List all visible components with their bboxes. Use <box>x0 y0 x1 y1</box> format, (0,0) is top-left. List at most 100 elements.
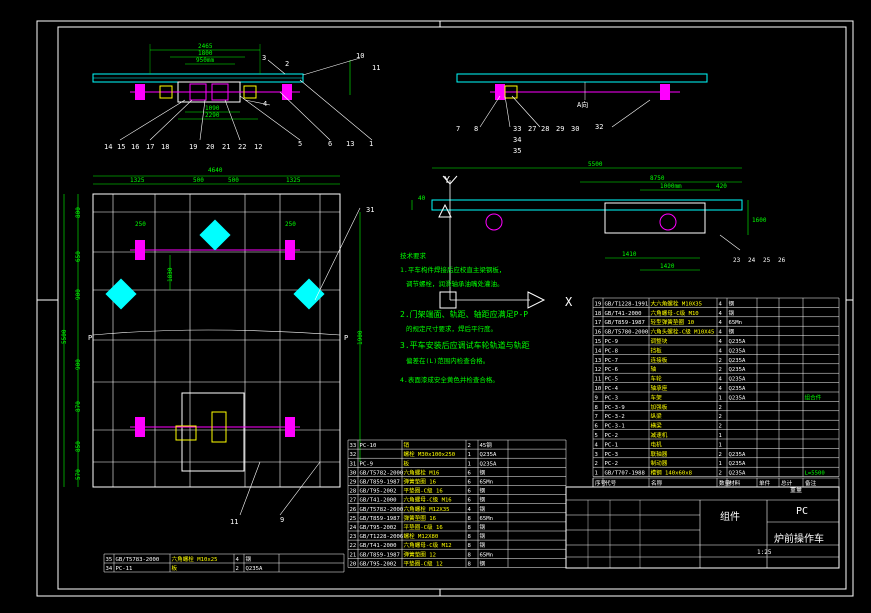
svg-text:25: 25 <box>763 257 771 264</box>
bom-cell: 1 <box>468 452 471 458</box>
svg-text:8750: 8750 <box>650 175 665 182</box>
svg-text:35: 35 <box>513 147 521 155</box>
bom-cell: 9 <box>595 395 598 401</box>
bom-cell: 1 <box>595 471 598 477</box>
title-scale: 1:25 <box>757 549 772 556</box>
svg-text:13: 13 <box>346 140 354 148</box>
bom-cell: Q235A <box>729 348 746 354</box>
bom-cell: 钢 <box>246 555 252 563</box>
bom-cell: PC-3-9 <box>605 405 625 411</box>
svg-text:1: 1 <box>369 140 373 148</box>
bom-cell: 轴承座 <box>651 384 668 392</box>
bom-cell: 弹簧垫圈 12 <box>404 550 436 558</box>
bom-cell: 2 <box>719 367 722 373</box>
bom-cell: 8 <box>468 516 472 522</box>
svg-text:4: 4 <box>263 100 267 108</box>
bom-cell: 4 <box>719 377 723 383</box>
bom-cell: GB/T41-2000 <box>360 498 397 504</box>
bom-header-cell: 单件 <box>759 479 771 487</box>
section-p-right: P <box>344 334 348 342</box>
bom-cell: 钢 <box>480 523 486 531</box>
bom-header-cell: 备注 <box>805 479 817 487</box>
svg-text:6: 6 <box>328 140 332 148</box>
bom-cell: Q235A <box>729 358 746 364</box>
bom-cell: Q235A <box>729 471 746 477</box>
svg-text:1420: 1420 <box>660 263 675 270</box>
bom-cell: 槽钢 140x60x8 <box>651 469 693 477</box>
title-weight-header: 重量 <box>790 486 802 494</box>
technical-notes: 技术要求 1.平车构件焊接后应校直主梁钢板， 调节螺栓，润滑轴承油嘴处灌油。 2… <box>400 251 530 384</box>
bom-header-cell: 序号 <box>595 479 607 487</box>
bom-cell: 车架 <box>651 393 663 401</box>
svg-text:1600: 1600 <box>752 217 767 224</box>
bom-cell: 6 <box>468 498 471 504</box>
bom-cell: 平垫圈-C级 12 <box>404 559 443 567</box>
bom-cell: 45钢 <box>480 441 493 449</box>
bom-cell: GB/T95-2002 <box>360 525 397 531</box>
bom-cell: 电机 <box>651 440 663 448</box>
bom-cell: 制动器 <box>651 459 668 467</box>
bom-cell: 横梁 <box>651 422 663 430</box>
bom-cell: 25 <box>350 516 357 522</box>
svg-text:8: 8 <box>474 125 478 133</box>
bom-cell: GB/T5782-2000 <box>360 507 404 513</box>
bom-cell: 六角螺栓 M12X35 <box>404 505 450 513</box>
svg-text:1000mm: 1000mm <box>660 183 682 190</box>
bom-cell: 6 <box>595 424 598 430</box>
plan-balloons: 31 11 9 <box>230 206 374 526</box>
bom-cell: 22 <box>350 543 357 549</box>
bom-cell: 32 <box>350 452 357 458</box>
svg-text:12: 12 <box>254 143 262 151</box>
bom-cell: 2 <box>719 414 722 420</box>
bom-cell: 大六角螺栓 M10X35 <box>651 299 703 307</box>
bom-header-cell: 代号 <box>605 479 617 487</box>
bom-cell: 钢 <box>480 505 486 513</box>
bom-cell: GB/T5780-2000 <box>605 330 649 336</box>
svg-text:21: 21 <box>222 143 230 151</box>
svg-text:3.平车安装后应调试车轮轨道与轨距: 3.平车安装后应调试车轮轨道与轨距 <box>400 340 530 350</box>
bom-cell: 4 <box>236 557 240 563</box>
svg-text:23: 23 <box>733 257 741 264</box>
bom-cell: GB/T859-1987 <box>360 552 400 558</box>
bom-cell: 钢 <box>480 559 486 567</box>
bom-cell: 轻型弹簧垫圈 10 <box>651 318 695 326</box>
bom-cell: 平垫圈-C级 16 <box>404 487 443 495</box>
bom-cell: Q235A <box>480 452 497 458</box>
bom-cell: 11 <box>595 377 602 383</box>
axis-y-label: Y <box>444 175 450 186</box>
dim-plan-height: 5500 <box>61 329 68 344</box>
svg-text:2.门架端面、轨距、轴距应满足P-P: 2.门架端面、轨距、轴距应满足P-P <box>400 309 528 319</box>
bom-cell: 板 <box>404 459 410 467</box>
bom-cell: 6 <box>468 489 471 495</box>
svg-text:1.平车构件焊接后应校直主梁钢板，: 1.平车构件焊接后应校直主梁钢板， <box>400 265 505 274</box>
bom-cell: 六角螺母-C级 M12 <box>404 541 452 549</box>
svg-text:3: 3 <box>262 54 266 62</box>
bom-header-row: 序号代号名称数量材料单件总计备注 <box>592 477 840 488</box>
bom-cell: Q235A <box>480 461 497 467</box>
bom-cell: 1 <box>719 395 722 401</box>
bom-cell: 15 <box>595 339 602 345</box>
bom-cell: 钢 <box>480 487 486 495</box>
svg-text:30: 30 <box>571 125 579 133</box>
svg-text:850: 850 <box>75 441 82 452</box>
bom-cell: Q235A <box>729 452 746 458</box>
svg-text:偏差在(L)范围内检查合格。: 偏差在(L)范围内检查合格。 <box>406 356 489 365</box>
bom-cell: 28 <box>350 489 357 495</box>
bom-cell: 4 <box>468 507 472 513</box>
bom-cell: PC-9 <box>605 339 618 345</box>
svg-text:4.表面漆成安全黄色并检查合格。: 4.表面漆成安全黄色并检查合格。 <box>400 375 499 384</box>
side-view: 5500 8750 1000mm 420 40 1410 1420 1600 Y… <box>411 161 767 309</box>
bom-cell: 20 <box>350 561 357 567</box>
a-view-label: A向 <box>577 100 588 109</box>
bom-cell: 钢 <box>480 532 486 540</box>
svg-text:1410: 1410 <box>622 251 637 258</box>
bom-cell: 2 <box>595 461 598 467</box>
bom-cell: 2 <box>719 405 722 411</box>
dim-top-2: 1800 <box>198 50 213 57</box>
bom-cell: Q235A <box>729 461 746 467</box>
bom-cell: 4 <box>719 320 723 326</box>
bom-cell: 2 <box>719 471 722 477</box>
bom-cell: 4 <box>719 301 723 307</box>
svg-text:250: 250 <box>285 221 296 228</box>
